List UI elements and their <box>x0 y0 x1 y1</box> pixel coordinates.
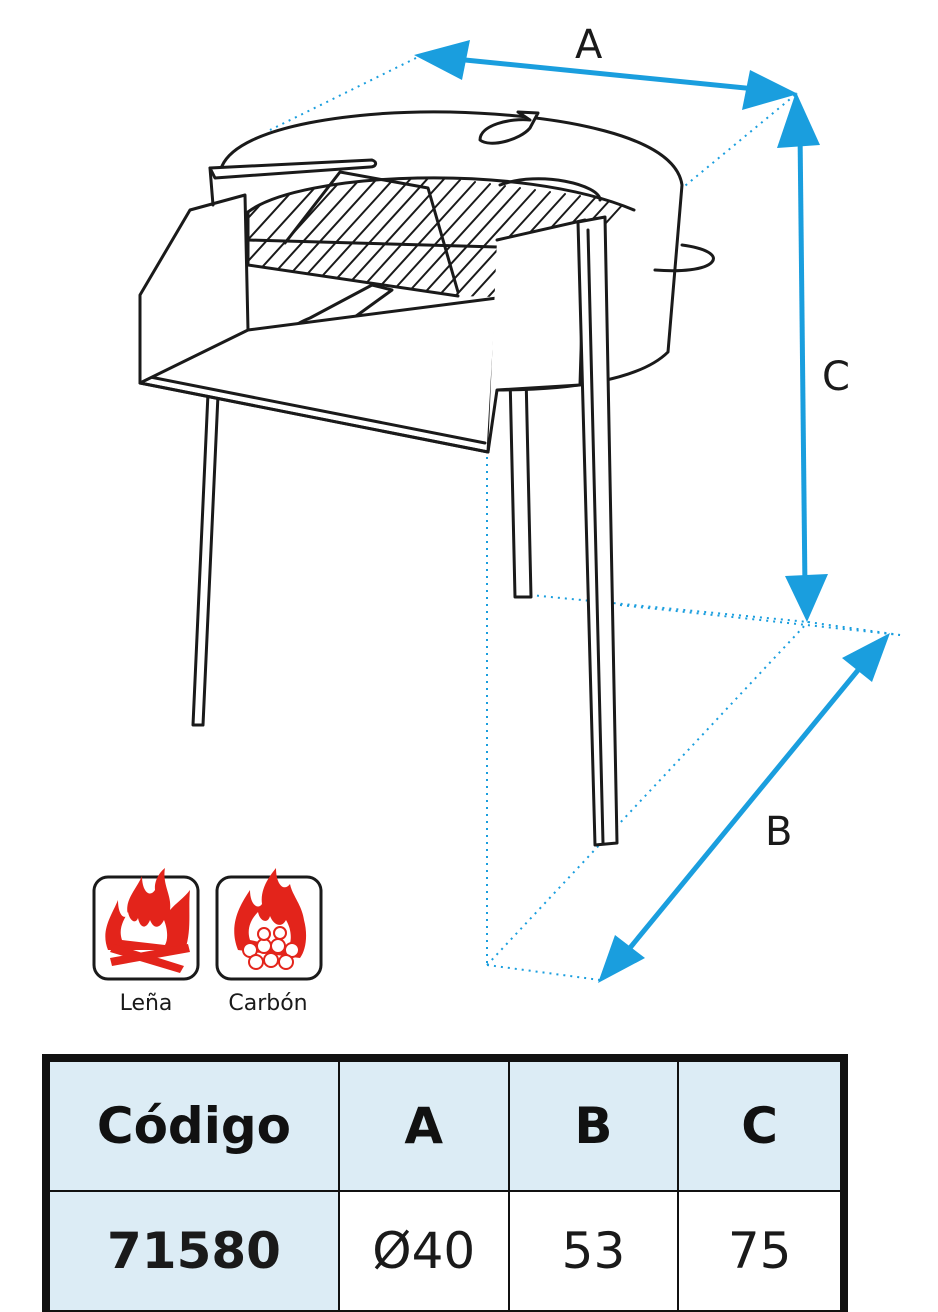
header-a: A <box>337 1057 510 1192</box>
dimension-label-c: C <box>822 354 850 400</box>
header-code: Código <box>45 1057 340 1192</box>
front-left-leg <box>191 391 220 727</box>
bowl-inner-rim <box>246 176 636 214</box>
arrow-b <box>598 633 890 983</box>
grill-handle-right <box>498 177 602 202</box>
dimension-label-a: A <box>575 22 603 68</box>
side-handle <box>653 243 715 273</box>
top-handle <box>478 110 540 145</box>
arrow-a <box>414 40 798 110</box>
header-b: B <box>507 1057 680 1192</box>
dimension-label-b: B <box>765 809 792 855</box>
header-c: C <box>677 1057 845 1192</box>
fuel-label-firewood: Leña <box>120 991 173 1016</box>
fuel-label-charcoal: Carbón <box>228 991 307 1016</box>
arrow-c <box>777 92 828 622</box>
cell-code: 71580 <box>45 1190 340 1312</box>
barbecue-dimension-diagram: A C B Leña Carbón <box>92 22 901 1016</box>
charcoal-flame-icon <box>215 868 323 981</box>
table-header-row: Código A B C <box>45 1057 845 1192</box>
barbecue-drawing <box>138 110 715 847</box>
back-leg <box>508 373 533 599</box>
dimensions-table: Código A B C 71580 Ø40 53 75 <box>42 1054 848 1312</box>
grill-handle-left <box>283 170 460 294</box>
bounding-box-guides <box>269 57 901 981</box>
front-right-leg <box>576 215 619 847</box>
table-row: 71580 Ø40 53 75 <box>45 1190 845 1312</box>
cell-a: Ø40 <box>337 1190 510 1312</box>
dimension-arrows <box>414 40 890 983</box>
front-panel <box>486 218 587 454</box>
firewood-flame-icon <box>92 868 200 981</box>
tray-side-wall <box>138 193 250 385</box>
cell-c: 75 <box>677 1190 845 1312</box>
fire-rod <box>208 158 378 180</box>
cell-b: 53 <box>507 1190 680 1312</box>
